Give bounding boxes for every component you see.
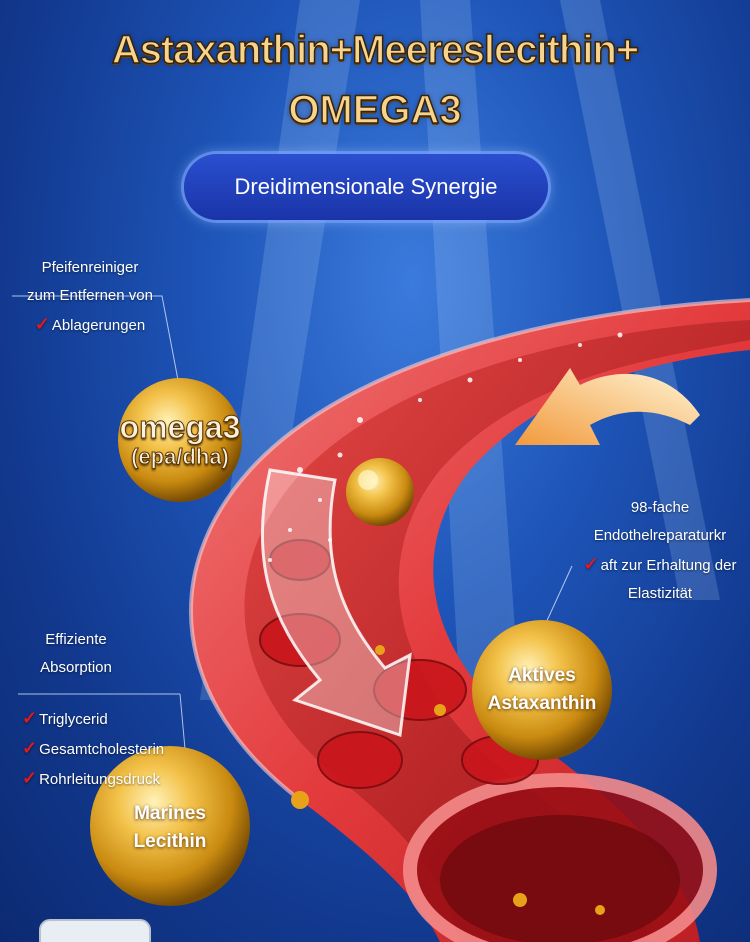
note-omega3: Pfeifenreiniger zum Entfernen von ✓Ablag… — [10, 254, 170, 340]
note-astaxanthin-text: aft zur Erhaltung der — [600, 557, 737, 574]
vessel-rim — [188, 298, 750, 802]
note-omega3-line2: zum Entfernen von — [27, 287, 153, 304]
orb-omega3-label: omega3 (epa/dha) — [118, 410, 242, 470]
list-item: ✓Rohrleitungsdruck — [22, 764, 164, 794]
lecithin-benefits-list: ✓Triglycerid ✓Gesamtcholesterin ✓Rohrlei… — [22, 704, 164, 794]
note-astaxanthin-line2: Endothelreparaturkr — [593, 527, 727, 544]
check-icon: ✓ — [22, 738, 38, 758]
orb-lecithin-line2: Lecithin — [133, 831, 207, 852]
small-capsule — [346, 458, 414, 526]
check-icon: ✓ — [34, 314, 50, 334]
check-icon: ✓ — [22, 708, 38, 728]
list-item-text: Triglycerid — [39, 711, 108, 728]
orb-astaxanthin-label: Aktives Astaxanthin — [472, 662, 612, 718]
headline-line1: Astaxanthin+Meereslecithin+ — [111, 27, 640, 73]
connector-lines — [12, 295, 573, 761]
synergy-badge-label: Dreidimensionale Synergie — [234, 174, 498, 199]
note-lecithin-line1: Effiziente — [45, 631, 107, 648]
gold-particles — [291, 645, 605, 915]
note-astaxanthin-line1: 98-fache — [630, 499, 690, 516]
orb-astaxanthin-line2: Astaxanthin — [487, 693, 597, 714]
list-item-text: Gesamtcholesterin — [39, 741, 165, 758]
orb-lecithin-line1: Marines — [134, 803, 206, 824]
note-lecithin: Effiziente Absorption — [14, 626, 138, 682]
orb-omega3-line2: (epa/dha) — [131, 444, 230, 470]
orb-astaxanthin — [472, 620, 612, 760]
blood-cells — [259, 539, 539, 789]
orb-omega3 — [118, 378, 242, 502]
bottle-cap — [39, 919, 151, 942]
list-item-text: Rohrleitungsdruck — [39, 771, 160, 788]
check-icon: ✓ — [583, 554, 599, 574]
orb-lecithin — [90, 746, 250, 906]
note-omega3-text: Ablagerungen — [51, 317, 146, 334]
note-lecithin-line2: Absorption — [40, 659, 112, 676]
note-omega3-line1: Pfeifenreiniger — [41, 259, 139, 276]
note-astaxanthin-line3: ✓aft zur Erhaltung der — [572, 550, 748, 580]
note-omega3-line3: ✓Ablagerungen — [10, 310, 170, 340]
synergy-badge: Dreidimensionale Synergie — [184, 154, 548, 220]
flow-arrow-down — [260, 468, 412, 738]
headline-line2: OMEGA3 — [288, 87, 463, 133]
list-item: ✓Gesamtcholesterin — [22, 734, 164, 764]
list-item: ✓Triglycerid — [22, 704, 164, 734]
note-astaxanthin-line4: Elastizität — [627, 585, 693, 602]
check-icon: ✓ — [22, 768, 38, 788]
orb-lecithin-label: Marines Lecithin — [100, 800, 240, 856]
note-astaxanthin: 98-fache Endothelreparaturkr ✓aft zur Er… — [572, 494, 748, 608]
orb-omega3-line1: omega3 — [119, 409, 241, 445]
orb-astaxanthin-line1: Aktives — [508, 665, 576, 686]
flow-arrow-curve — [515, 368, 700, 445]
